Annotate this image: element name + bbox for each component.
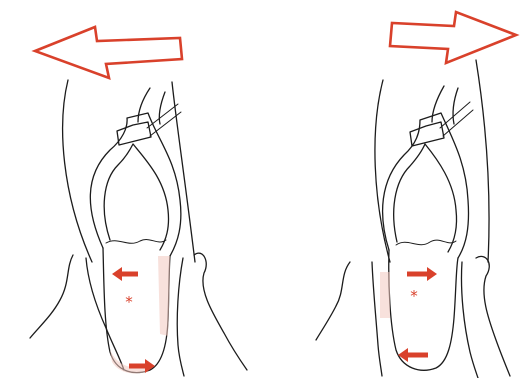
left-panel-asterisk: * xyxy=(125,293,133,311)
left-panel-cej-line xyxy=(106,240,166,244)
right-panel-movement-arrow-icon xyxy=(390,12,516,63)
left-panel: * xyxy=(30,27,247,376)
right-panel-outer-contour-left xyxy=(375,80,390,262)
right-panel-lower-right-tissue xyxy=(476,256,510,376)
left-panel-lower-left-tissue xyxy=(30,255,73,338)
right-panel-bracket xyxy=(410,122,444,146)
left-panel-outer-contour-left xyxy=(63,80,92,262)
right-panel-lower-left-tissue xyxy=(316,262,350,340)
left-panel-archwire xyxy=(147,104,181,136)
right-panel-cervical-arrow-icon xyxy=(407,267,437,281)
left-panel-lower-right-tissue-inner xyxy=(177,258,184,376)
left-panel-lower-right-tissue xyxy=(194,253,247,370)
left-panel-bracket xyxy=(117,122,151,145)
right-panel-upper-sleeve xyxy=(432,86,458,124)
left-panel-outer-contour-right xyxy=(172,82,195,262)
left-panel-cervical-arrow-icon xyxy=(112,267,138,281)
left-panel-upper-sleeve xyxy=(138,88,165,124)
right-panel-cej-line xyxy=(396,240,456,245)
right-panel-root xyxy=(389,250,458,370)
left-panel-crown xyxy=(90,113,181,256)
right-panel-crown-inner xyxy=(394,144,457,252)
right-panel-pressure-zone-left xyxy=(380,272,390,318)
right-panel-apical-arrow-icon xyxy=(398,348,428,362)
left-panel-movement-arrow-icon xyxy=(35,27,182,78)
left-panel-crown-inner xyxy=(104,144,168,250)
left-panel-pressure-zone-apex xyxy=(110,350,150,374)
left-panel-pressure-zone-right xyxy=(158,256,170,336)
right-panel-outer-contour-right xyxy=(476,60,489,262)
right-panel: * xyxy=(316,12,516,378)
right-panel-asterisk: * xyxy=(410,287,418,305)
right-panel-lower-right-tissue-inner xyxy=(461,262,478,378)
right-panel-archwire xyxy=(440,102,473,136)
